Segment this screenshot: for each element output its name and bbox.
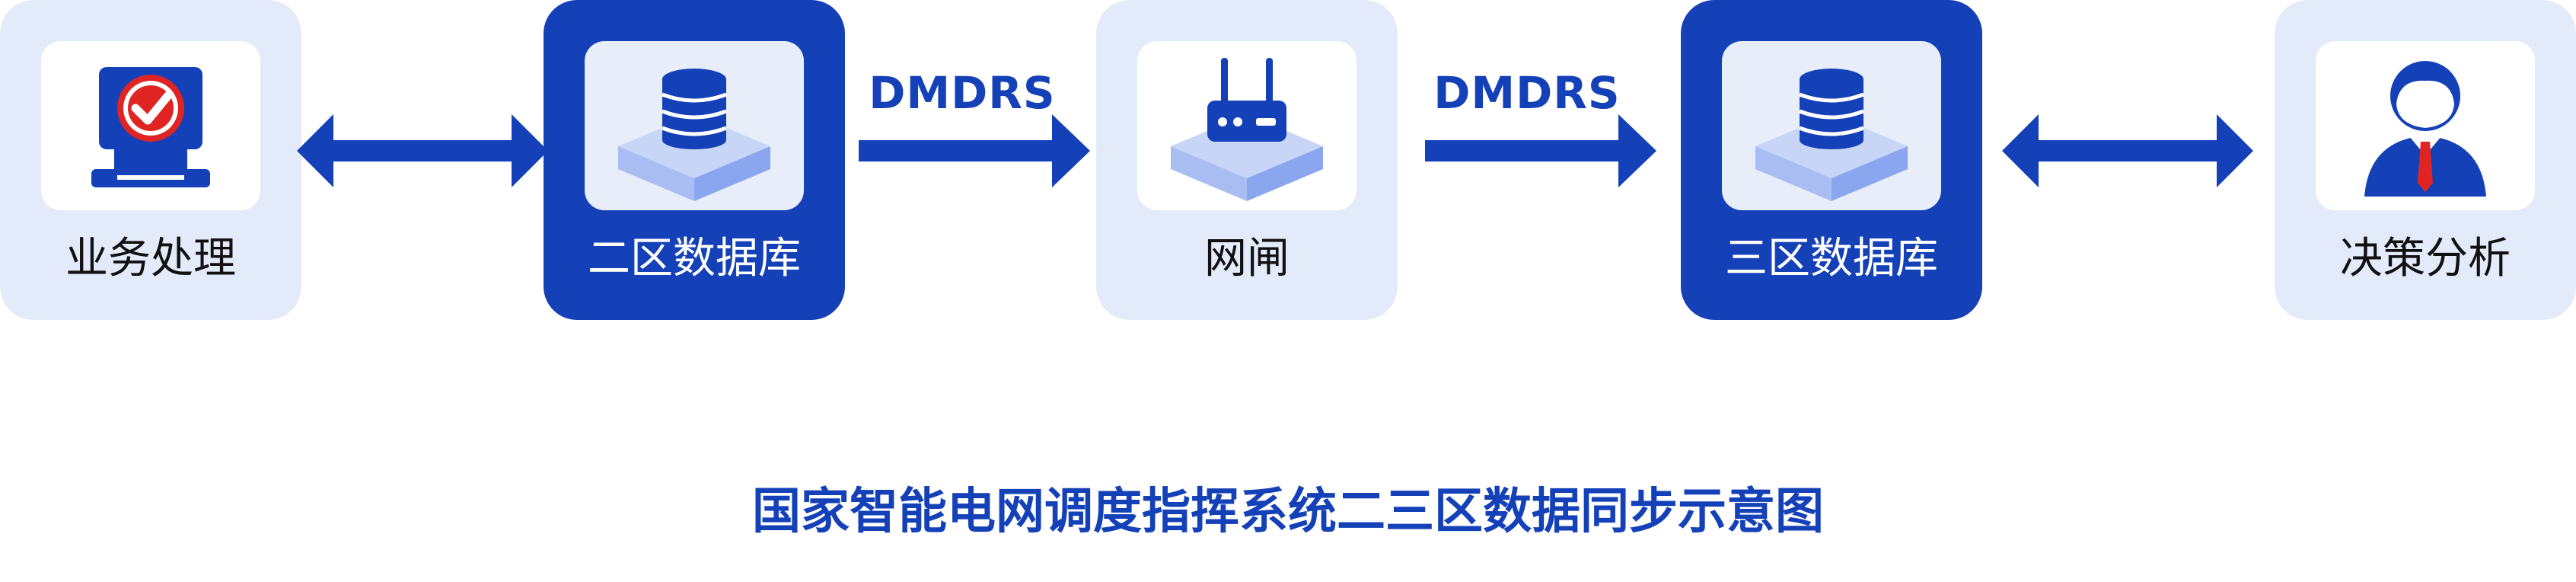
flow-label: DMDRS (869, 67, 1056, 119)
icon-box (1722, 41, 1941, 210)
node-label: 决策分析 (2340, 234, 2511, 283)
node-label: 二区数据库 (588, 234, 801, 283)
node-decision-analysis: 决策分析 (2275, 0, 2576, 320)
router-icon (1171, 58, 1323, 201)
right-arrow (1425, 114, 1656, 187)
node-label: 业务处理 (65, 234, 236, 283)
icon-box (1137, 41, 1357, 210)
node-zone3-database: 三区数据库 (1681, 0, 1982, 320)
database-icon (1755, 69, 1908, 201)
node-label: 三区数据库 (1725, 234, 1938, 283)
right-arrow (859, 114, 1090, 187)
bidirectional-arrow (2002, 114, 2253, 187)
node-business-processing: 业务处理 (0, 0, 301, 320)
flow-label: DMDRS (1433, 67, 1621, 119)
computer-check-icon (91, 67, 210, 187)
icon-box (585, 41, 804, 210)
bidirectional-arrow (297, 114, 548, 187)
icon-box (2316, 41, 2535, 210)
person-icon (2364, 61, 2486, 197)
icon-box (41, 41, 260, 210)
database-icon (618, 69, 770, 201)
node-gateway: 网闸 (1096, 0, 1398, 320)
node-label: 网闸 (1204, 234, 1290, 283)
diagram-caption: 国家智能电网调度指挥系统二三区数据同步示意图 (752, 484, 1824, 540)
node-zone2-database: 二区数据库 (544, 0, 845, 320)
